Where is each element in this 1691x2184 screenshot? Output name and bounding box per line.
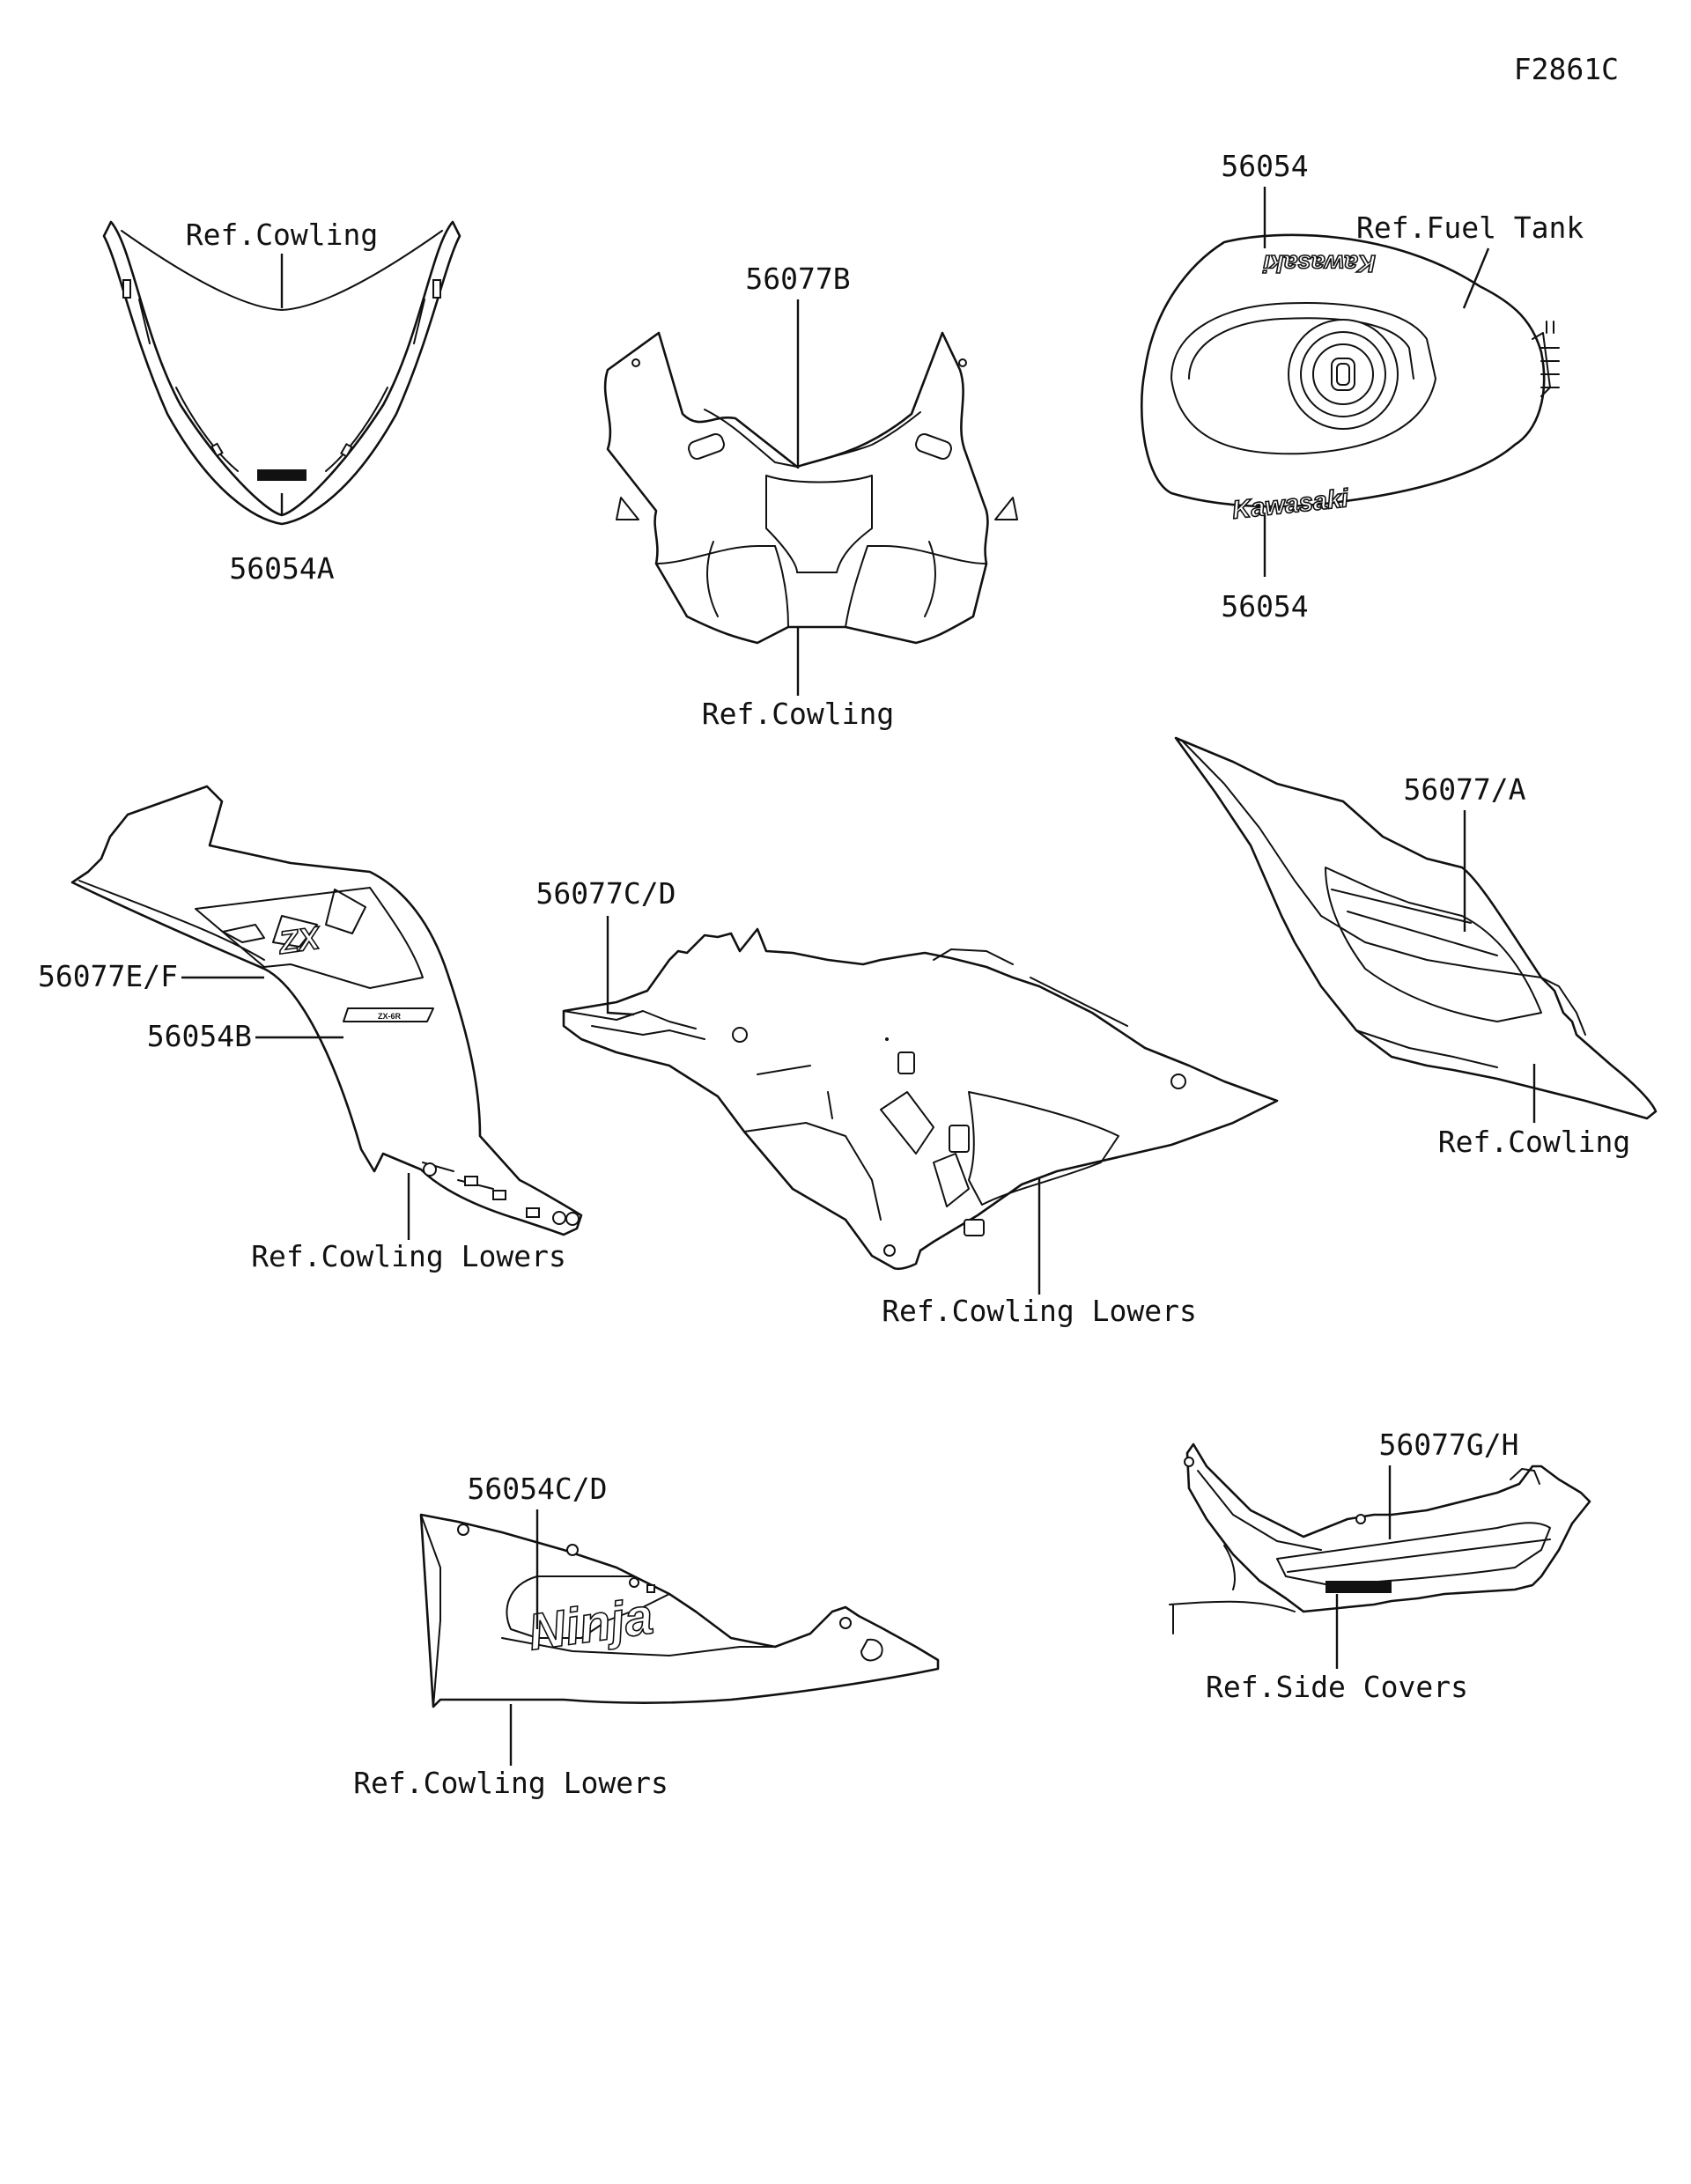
tail-cowling-part: [1174, 736, 1658, 1120]
front-cowling-part: [603, 331, 1018, 645]
part-56077EF-label: 56077E/F: [38, 959, 178, 993]
side-cowling-left-part: ZX-6R ZX: [70, 785, 583, 1236]
part-56054A-label: 56054A: [229, 551, 334, 586]
part-56054-top-label: 56054: [1221, 149, 1308, 183]
kawasaki-logo-small-icon: [257, 469, 306, 481]
part-56077CD-label: 56077C/D: [536, 876, 676, 911]
bolt-hole-icon: [732, 1027, 748, 1043]
ref-cowling-lowers-belly: Ref.Cowling Lowers: [353, 1766, 668, 1800]
fuel-tank-part: Kawasaki Kawasaki: [1140, 233, 1560, 526]
side-cover-part: [1169, 1442, 1591, 1634]
ref-cowling-lowers-left: Ref.Cowling Lowers: [251, 1239, 566, 1273]
zx-decal-left: ZX: [276, 919, 323, 961]
ref-cowling-lowers-center: Ref.Cowling Lowers: [882, 1294, 1197, 1328]
model-badge-left: ZX-6R: [378, 1012, 402, 1021]
side-cowling-center-part: [562, 927, 1279, 1271]
fuel-cap-icon: [1288, 319, 1399, 430]
ref-fuel-tank: Ref.Fuel Tank: [1356, 210, 1584, 245]
part-56054CD-label: 56054C/D: [468, 1472, 608, 1506]
ref-cowling-tail: Ref.Cowling: [1438, 1125, 1631, 1159]
part-56077GH-label: 56077G/H: [1379, 1428, 1519, 1462]
ref-side-covers: Ref.Side Covers: [1206, 1670, 1468, 1704]
ref-cowling-windscreen: Ref.Cowling: [186, 218, 379, 252]
ninja-decal: Ninja: [525, 1587, 656, 1661]
ref-cowling-front: Ref.Cowling: [702, 697, 895, 731]
part-56054-bottom-label: 56054: [1221, 589, 1308, 623]
model-badge-side-cover-icon: [1325, 1581, 1392, 1593]
part-56077B-label: 56077B: [745, 262, 850, 296]
kawasaki-decal-top: Kawasaki: [1262, 250, 1376, 277]
part-56077A-label: 56077/A: [1403, 772, 1525, 807]
part-56054B-label: 56054B: [147, 1019, 252, 1053]
belly-cowling-part: Ninja: [419, 1513, 940, 1708]
figure-code: F2861C: [1514, 52, 1619, 86]
windscreen-part: [102, 220, 462, 526]
